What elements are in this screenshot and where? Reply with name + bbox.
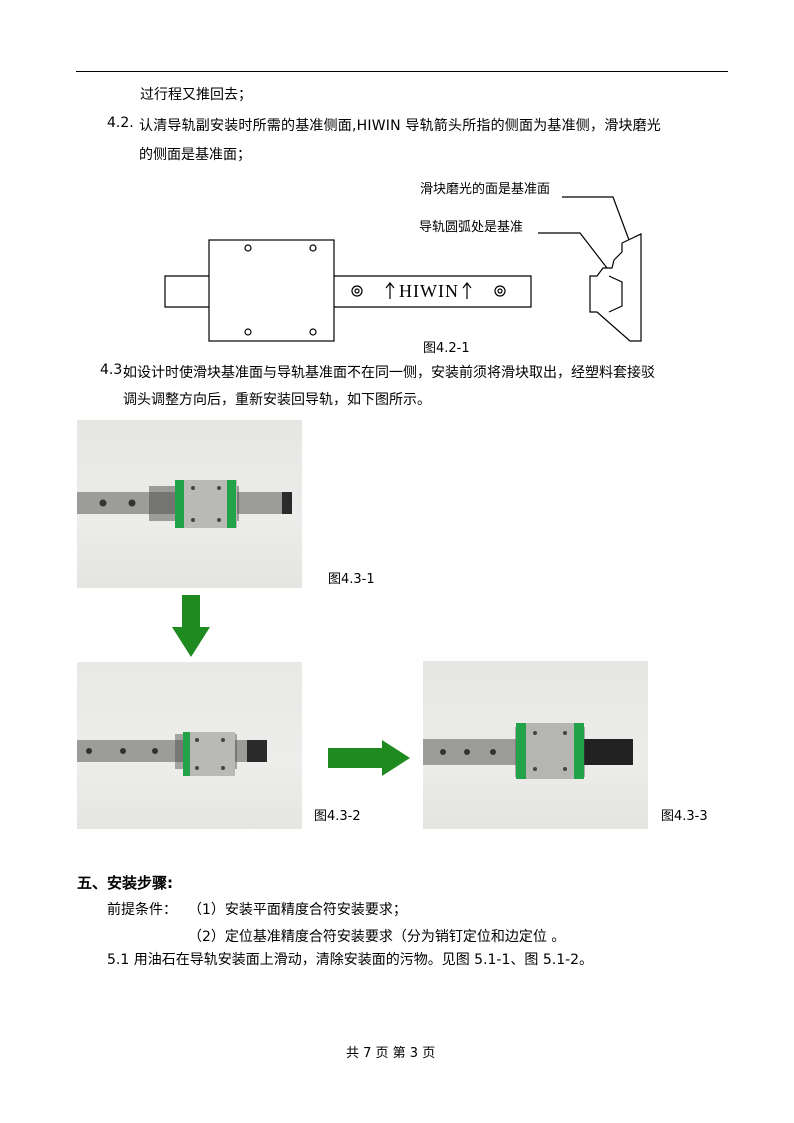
para-4-2-number: 4.2.	[107, 115, 134, 131]
para-4-3-line1: 如设计时使滑块基准面与导轨基准面不在同一侧，安装前须将滑块取出，经塑料套接驳	[123, 365, 655, 381]
figure-caption-4-3-3: 图4.3-3	[661, 809, 708, 824]
label-slider-reference-face: 滑块磨光的面是基准面	[420, 182, 551, 197]
para-4-2-line1: 认清导轨副安装时所需的基准侧面,HIWIN 导轨箭头所指的侧面为基准侧，滑块磨光	[139, 118, 661, 134]
para-4-2-line2: 的侧面是基准面；	[139, 147, 251, 163]
arrow-right-icon	[328, 740, 410, 776]
section-5-heading: 五、安装步骤:	[77, 874, 173, 892]
precondition-label: 前提条件：	[107, 902, 177, 918]
header-rule	[76, 71, 728, 72]
page-footer: 共 7 页 第 3 页	[346, 1046, 436, 1061]
rail-brand-mark: HIWIN	[399, 281, 459, 301]
arrow-down-icon	[172, 595, 210, 657]
para-5-1: 5.1 用油石在导轨安装面上滑动，清除安装面的污物。见图 5.1-1、图 5.1…	[107, 952, 594, 968]
para-4-3-line2: 调头调整方向后，重新安装回导轨，如下图所示。	[123, 392, 431, 408]
figure-caption-4-2-1: 图4.2-1	[423, 341, 470, 356]
figure-caption-4-3-1: 图4.3-1	[328, 572, 375, 587]
label-rail-arc-reference: 导轨圆弧处是基准	[419, 220, 524, 235]
figure-caption-4-3-2: 图4.3-2	[314, 809, 361, 824]
para-4-3-number: 4.3.	[100, 362, 127, 378]
photo-4-3-3	[423, 661, 648, 829]
precondition-2: （2）定位基准精度合符安装要求（分为销钉定位和边定位 。	[188, 929, 566, 945]
photo-4-3-2	[77, 662, 302, 829]
rail-diagram	[164, 196, 642, 342]
precondition-1: （1）安装平面精度合符安装要求；	[188, 902, 407, 918]
text-line-continue: 过行程又推回去；	[140, 87, 252, 103]
photo-4-3-1	[77, 420, 302, 588]
